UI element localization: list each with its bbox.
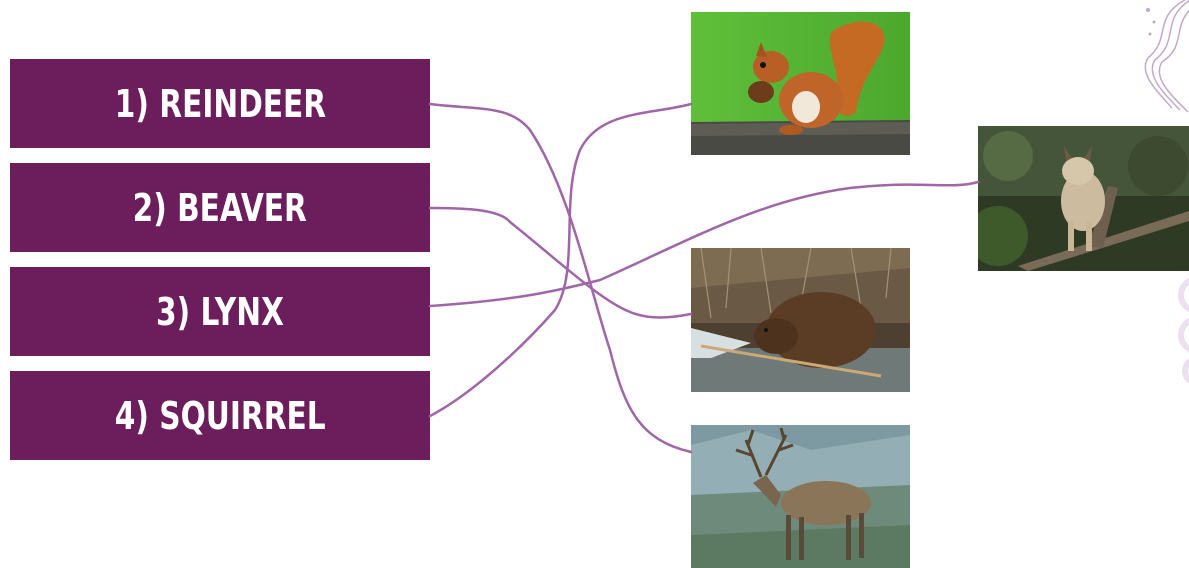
line-reindeer (428, 102, 693, 454)
line-squirrel (428, 102, 693, 418)
beaver-image (691, 248, 910, 392)
label-squirrel[interactable]: 4) SQUIRREL (10, 371, 430, 460)
decorative-circles-icon (1178, 277, 1189, 384)
label-squirrel-text: 4) SQUIRREL (114, 393, 326, 438)
line-lynx (428, 180, 980, 308)
label-reindeer-text: 1) REINDEER (114, 81, 326, 126)
lynx-photo[interactable] (978, 126, 1189, 271)
label-beaver-text: 2) BEAVER (132, 185, 308, 230)
label-lynx[interactable]: 3) LYNX (10, 267, 430, 356)
lynx-image (978, 126, 1189, 271)
squirrel-photo[interactable] (691, 12, 910, 155)
label-beaver[interactable]: 2) BEAVER (10, 163, 430, 252)
beaver-photo[interactable] (691, 248, 910, 392)
reindeer-photo[interactable] (691, 425, 910, 568)
label-reindeer[interactable]: 1) REINDEER (10, 59, 430, 148)
squirrel-image (691, 12, 910, 155)
reindeer-image (691, 425, 910, 568)
decorative-swirl-icon (1144, 0, 1189, 113)
label-lynx-text: 3) LYNX (156, 289, 284, 334)
